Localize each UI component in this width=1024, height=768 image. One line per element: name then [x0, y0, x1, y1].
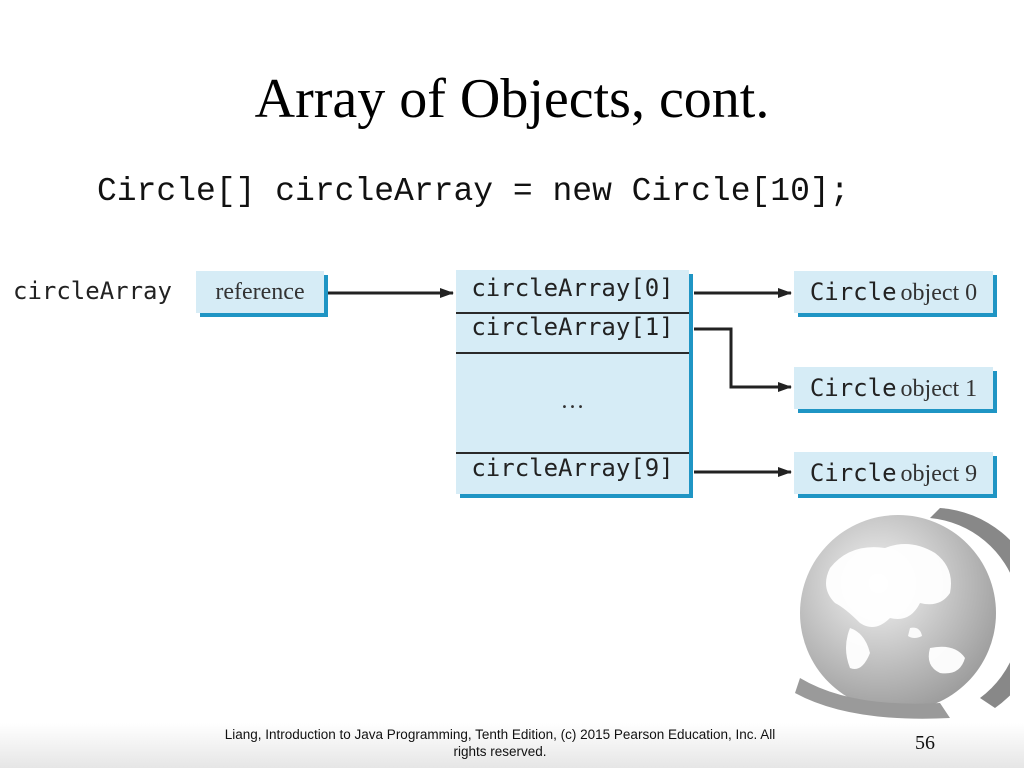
array-cell-9: circleArray[9] [471, 454, 674, 482]
globe-icon [795, 508, 1010, 719]
reference-label: reference [215, 279, 305, 305]
object-type: Circle [809, 374, 897, 402]
variable-label: circleArray [13, 277, 172, 305]
code-line: Circle[] circleArray = new Circle[10]; [97, 173, 850, 210]
page-number: 56 [915, 732, 935, 754]
object-desc: object 0 [900, 280, 978, 306]
footer-band [0, 723, 1024, 768]
array-ellipsis: … [560, 388, 585, 414]
circle-object-0: Circle object 0 [794, 271, 993, 313]
object-desc: object 9 [900, 461, 978, 487]
cell-divider [456, 352, 689, 354]
circle-object-1: Circle object 1 [794, 367, 993, 409]
cell-divider [456, 312, 689, 314]
circle-object-9: Circle object 9 [794, 452, 993, 494]
footer-citation-line-1: Liang, Introduction to Java Programming,… [224, 727, 776, 742]
reference-box: reference [196, 271, 324, 313]
array-cell-0: circleArray[0] [471, 274, 674, 302]
array-cell-1: circleArray[1] [471, 313, 674, 341]
slide-title: Array of Objects, cont. [254, 68, 770, 130]
footer-citation: Liang, Introduction to Java Programming,… [205, 726, 795, 760]
cell-divider [456, 452, 689, 454]
object-desc: object 1 [900, 376, 978, 402]
arrow-to-object-1 [694, 327, 792, 392]
object-type: Circle [809, 459, 897, 487]
array-box: circleArray[0] circleArray[1] … circleAr… [456, 270, 689, 494]
footer-citation-line-2: rights reserved. [453, 744, 547, 759]
object-type: Circle [809, 278, 897, 306]
